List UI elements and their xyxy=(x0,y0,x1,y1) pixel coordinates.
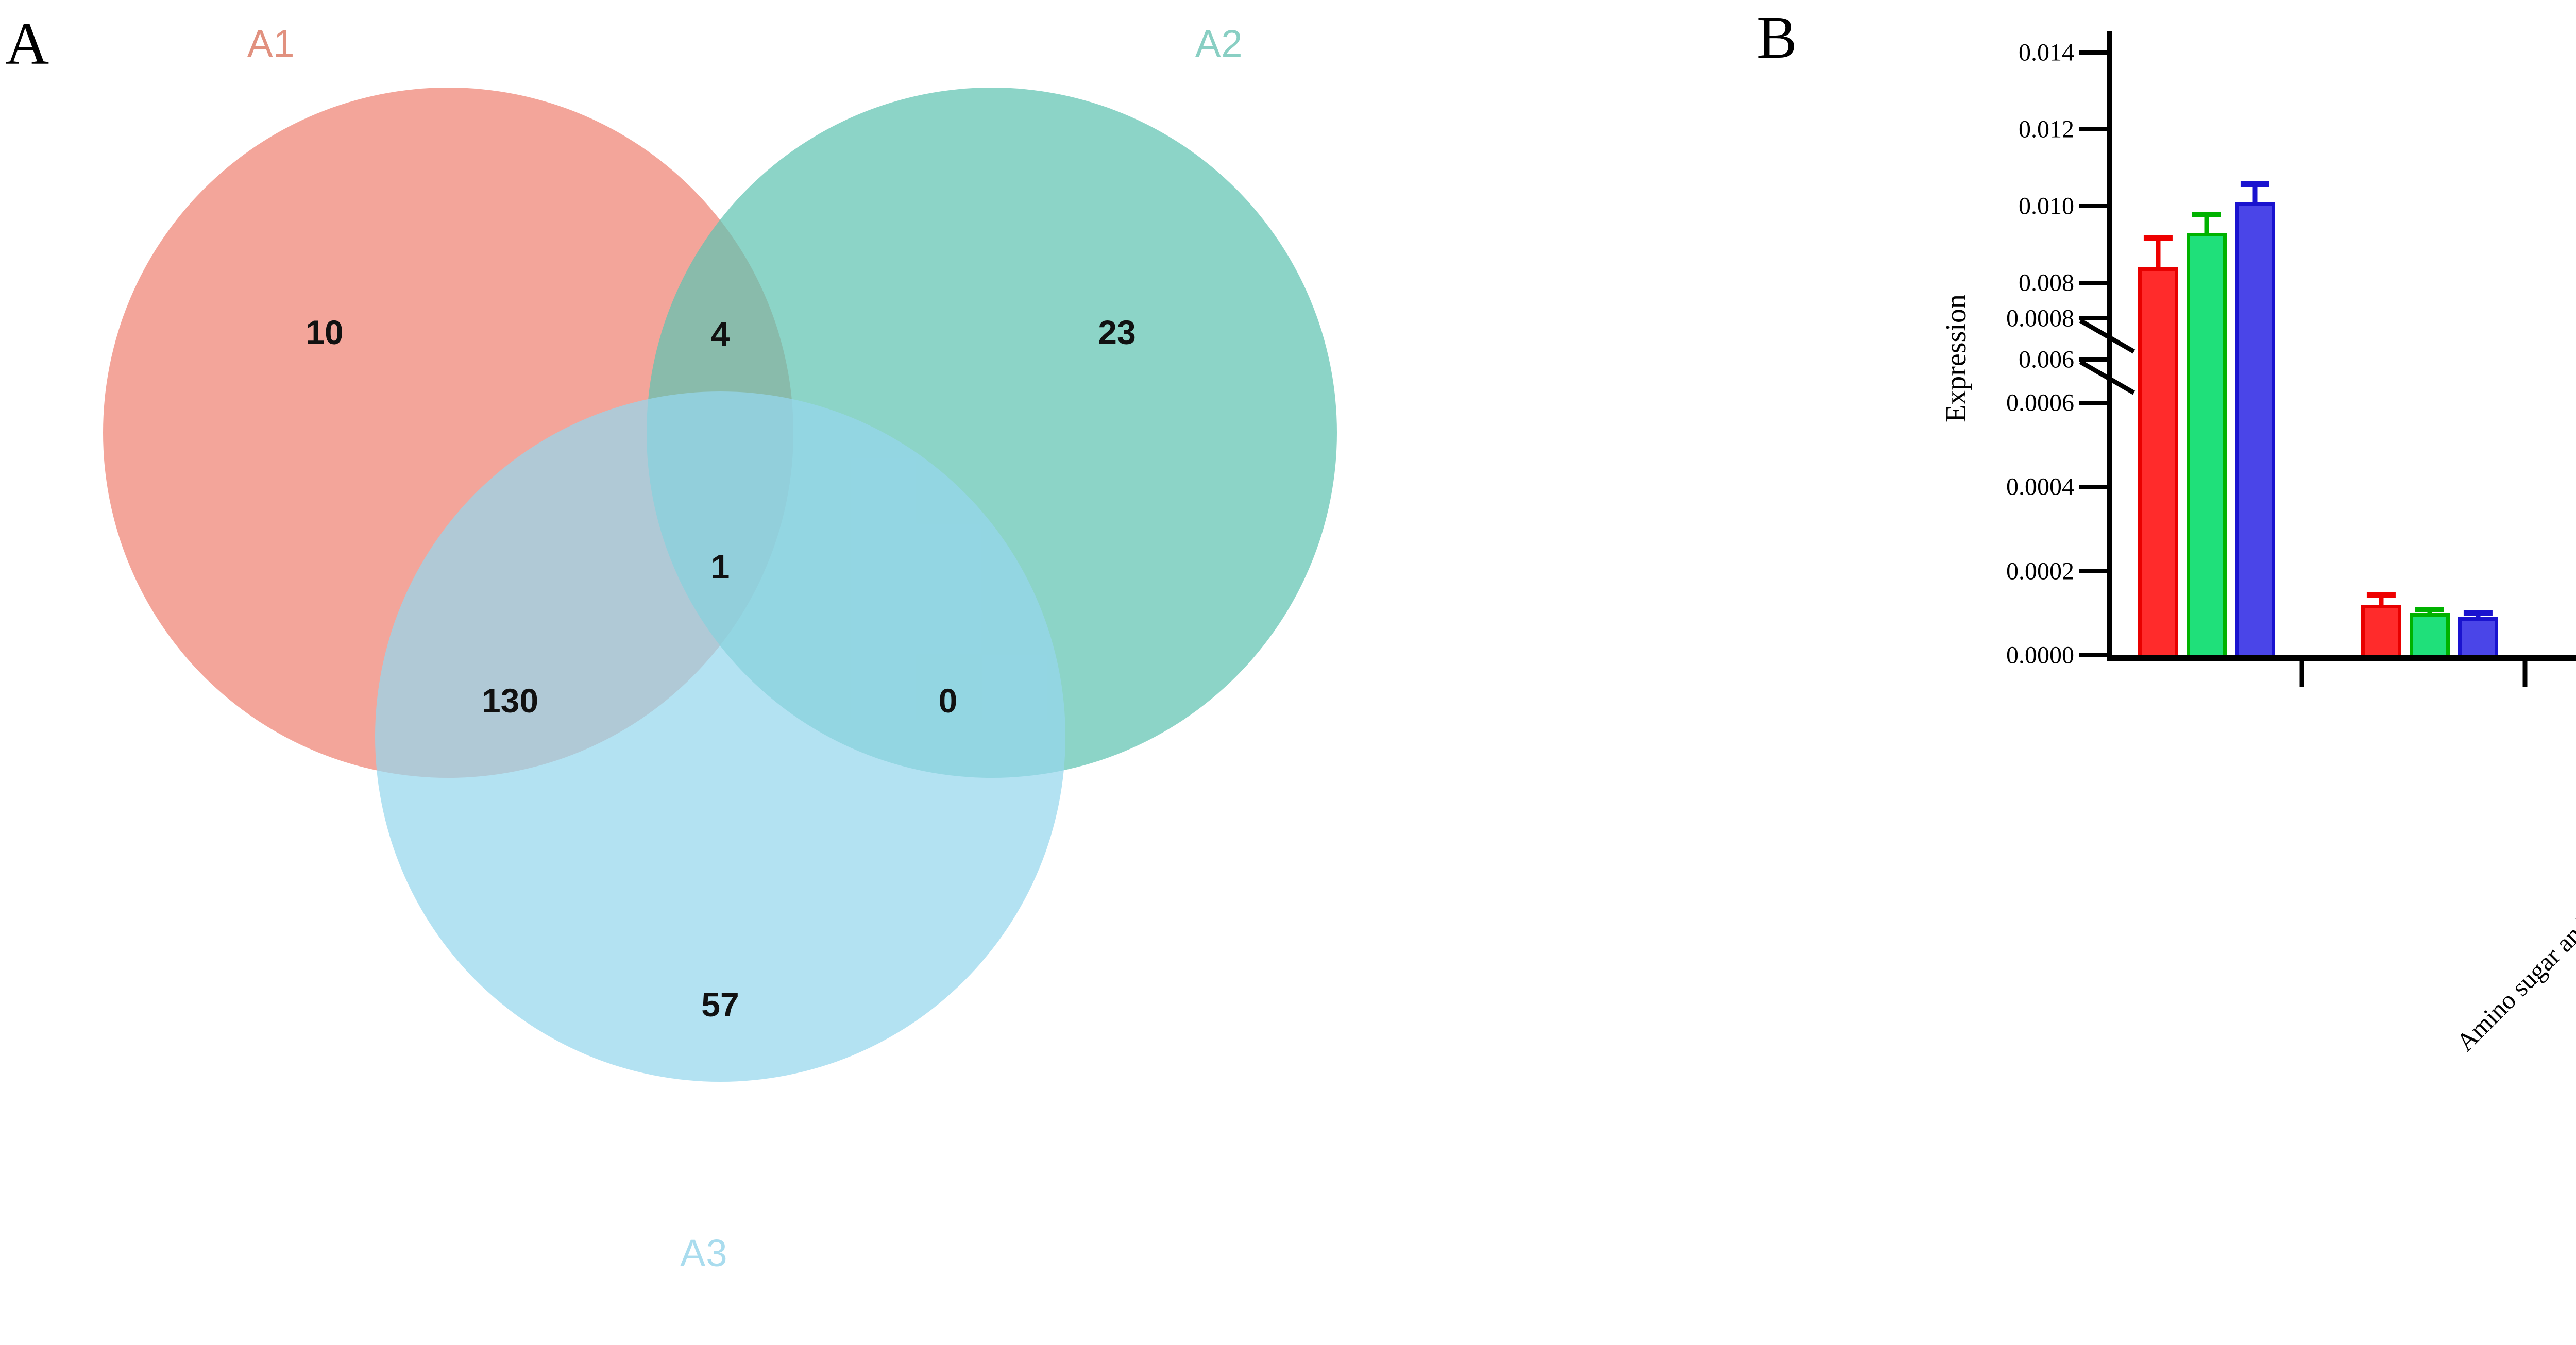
venn-set-label-a1: A1 xyxy=(247,22,295,65)
bar xyxy=(2361,604,2401,655)
venn-set-label-a2: A2 xyxy=(1195,22,1243,65)
panel-a-venn: A A1 A2 A3 10 4 23 1 130 0 57 xyxy=(5,10,1412,1308)
bar xyxy=(2410,613,2450,655)
x-tick xyxy=(2522,660,2528,687)
x-axis-line xyxy=(2107,655,2576,661)
venn-circle-a3 xyxy=(375,391,1065,1082)
venn-set-label-a3: A3 xyxy=(680,1232,728,1274)
error-bar-cap xyxy=(2415,606,2445,612)
y-tick-label: 0.0006 xyxy=(2006,389,2074,416)
bar xyxy=(2458,617,2498,655)
venn-diagram: A1 A2 A3 10 4 23 1 130 0 57 xyxy=(93,22,1412,1308)
error-bar-stem xyxy=(2156,234,2161,268)
error-bar-cap xyxy=(2366,592,2396,598)
error-bar-cap xyxy=(2192,212,2222,218)
venn-count-a1-only: 10 xyxy=(306,313,344,351)
y-tick-label: 0.006 xyxy=(2019,346,2074,373)
venn-count-a2-a3: 0 xyxy=(938,682,958,720)
y-tick xyxy=(2079,281,2107,285)
plot-area: 0.014 0.012 0.010 0.008 0.006 0.0008 0.0006 0.0… xyxy=(2006,31,2576,1057)
x-tick xyxy=(2299,660,2304,687)
x-axis-label: Amino sugar and nucleotide sugar metabol… xyxy=(2450,697,2576,1057)
y-tick xyxy=(2079,50,2107,55)
y-tick-label: 0.0008 xyxy=(2006,304,2074,332)
y-tick xyxy=(2079,485,2107,489)
y-tick-label: 0.008 xyxy=(2019,269,2074,297)
y-tick-label: 0.014 xyxy=(2019,39,2074,66)
bar xyxy=(2235,318,2275,655)
venn-count-a1-a3: 130 xyxy=(481,682,539,720)
error-bar-cap xyxy=(2463,610,2493,617)
y-tick-label: 0.010 xyxy=(2019,192,2074,220)
y-tick-label: 0.012 xyxy=(2019,115,2074,143)
error-bar-cap xyxy=(2240,181,2270,187)
bar xyxy=(2187,233,2227,360)
error-bar-cap xyxy=(2143,234,2173,241)
y-tick xyxy=(2079,357,2107,362)
y-tick xyxy=(2079,127,2107,131)
bar xyxy=(2138,267,2178,360)
y-axis-title: Expression xyxy=(1940,294,1972,422)
y-tick xyxy=(2079,400,2107,405)
bar xyxy=(2235,202,2275,360)
panel-b-letter: B xyxy=(1757,4,1798,71)
panel-a-letter: A xyxy=(5,10,49,77)
venn-count-a2-only: 23 xyxy=(1098,313,1136,351)
y-tick-label: 0.0002 xyxy=(2006,557,2074,585)
y-axis-line xyxy=(2107,31,2112,657)
error-bar-stem xyxy=(2379,592,2384,605)
bar xyxy=(2138,318,2178,655)
y-tick-label: 0.0004 xyxy=(2006,473,2074,501)
y-tick xyxy=(2079,653,2107,657)
venn-count-a1-a2-a3: 1 xyxy=(710,548,730,586)
bar xyxy=(2187,318,2227,655)
y-tick xyxy=(2079,316,2107,320)
venn-count-a3-only: 57 xyxy=(701,985,739,1024)
y-tick xyxy=(2079,569,2107,573)
error-bar-stem xyxy=(2252,181,2258,202)
error-bar-stem xyxy=(2204,212,2209,233)
y-tick-label: 0.0000 xyxy=(2006,641,2074,669)
y-tick xyxy=(2079,204,2107,208)
venn-count-a1-a2: 4 xyxy=(710,315,730,353)
